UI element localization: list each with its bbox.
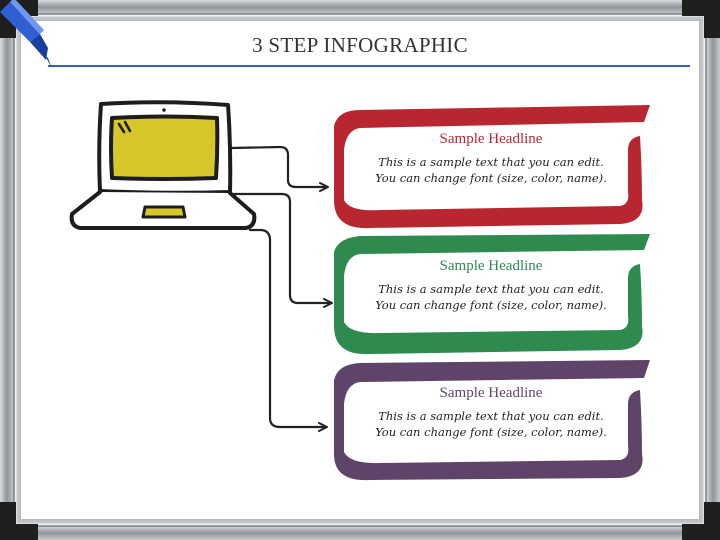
marker-icon bbox=[0, 0, 52, 68]
step-card-1: Sample Headline This is a sample text th… bbox=[346, 131, 636, 186]
step-3-line-1: This is a sample text that you can edit. bbox=[378, 409, 604, 423]
corner-bottom-right bbox=[682, 502, 720, 540]
corner-top-right bbox=[682, 0, 720, 38]
step-3-line-2: You can change font (size, color, name). bbox=[375, 425, 607, 439]
arrow-to-step-2 bbox=[230, 192, 333, 308]
step-1-line-2: You can change font (size, color, name). bbox=[375, 171, 607, 185]
step-1-text: This is a sample text that you can edit.… bbox=[346, 154, 636, 186]
step-card-3: Sample Headline This is a sample text th… bbox=[346, 385, 636, 440]
step-card-1-frame bbox=[334, 105, 650, 229]
step-card-2-frame bbox=[334, 234, 650, 355]
laptop-icon bbox=[69, 100, 257, 230]
step-3-text: This is a sample text that you can edit.… bbox=[346, 408, 636, 440]
step-2-headline: Sample Headline bbox=[439, 258, 543, 274]
connectors bbox=[230, 145, 333, 432]
arrow-to-step-3 bbox=[248, 228, 328, 432]
step-3-headline: Sample Headline bbox=[439, 385, 543, 401]
step-card-2: Sample Headline This is a sample text th… bbox=[346, 258, 636, 313]
page-title: 3 STEP INFOGRAPHIC bbox=[252, 33, 468, 57]
step-1-headline: Sample Headline bbox=[439, 131, 543, 147]
step-2-text: This is a sample text that you can edit.… bbox=[346, 281, 636, 313]
step-2-line-1: This is a sample text that you can edit. bbox=[378, 282, 604, 296]
step-2-line-2: You can change font (size, color, name). bbox=[375, 298, 607, 312]
arrow-to-step-1 bbox=[230, 145, 329, 192]
corner-bottom-left bbox=[0, 502, 38, 540]
step-1-line-1: This is a sample text that you can edit. bbox=[378, 155, 604, 169]
step-card-3-frame bbox=[334, 360, 650, 481]
